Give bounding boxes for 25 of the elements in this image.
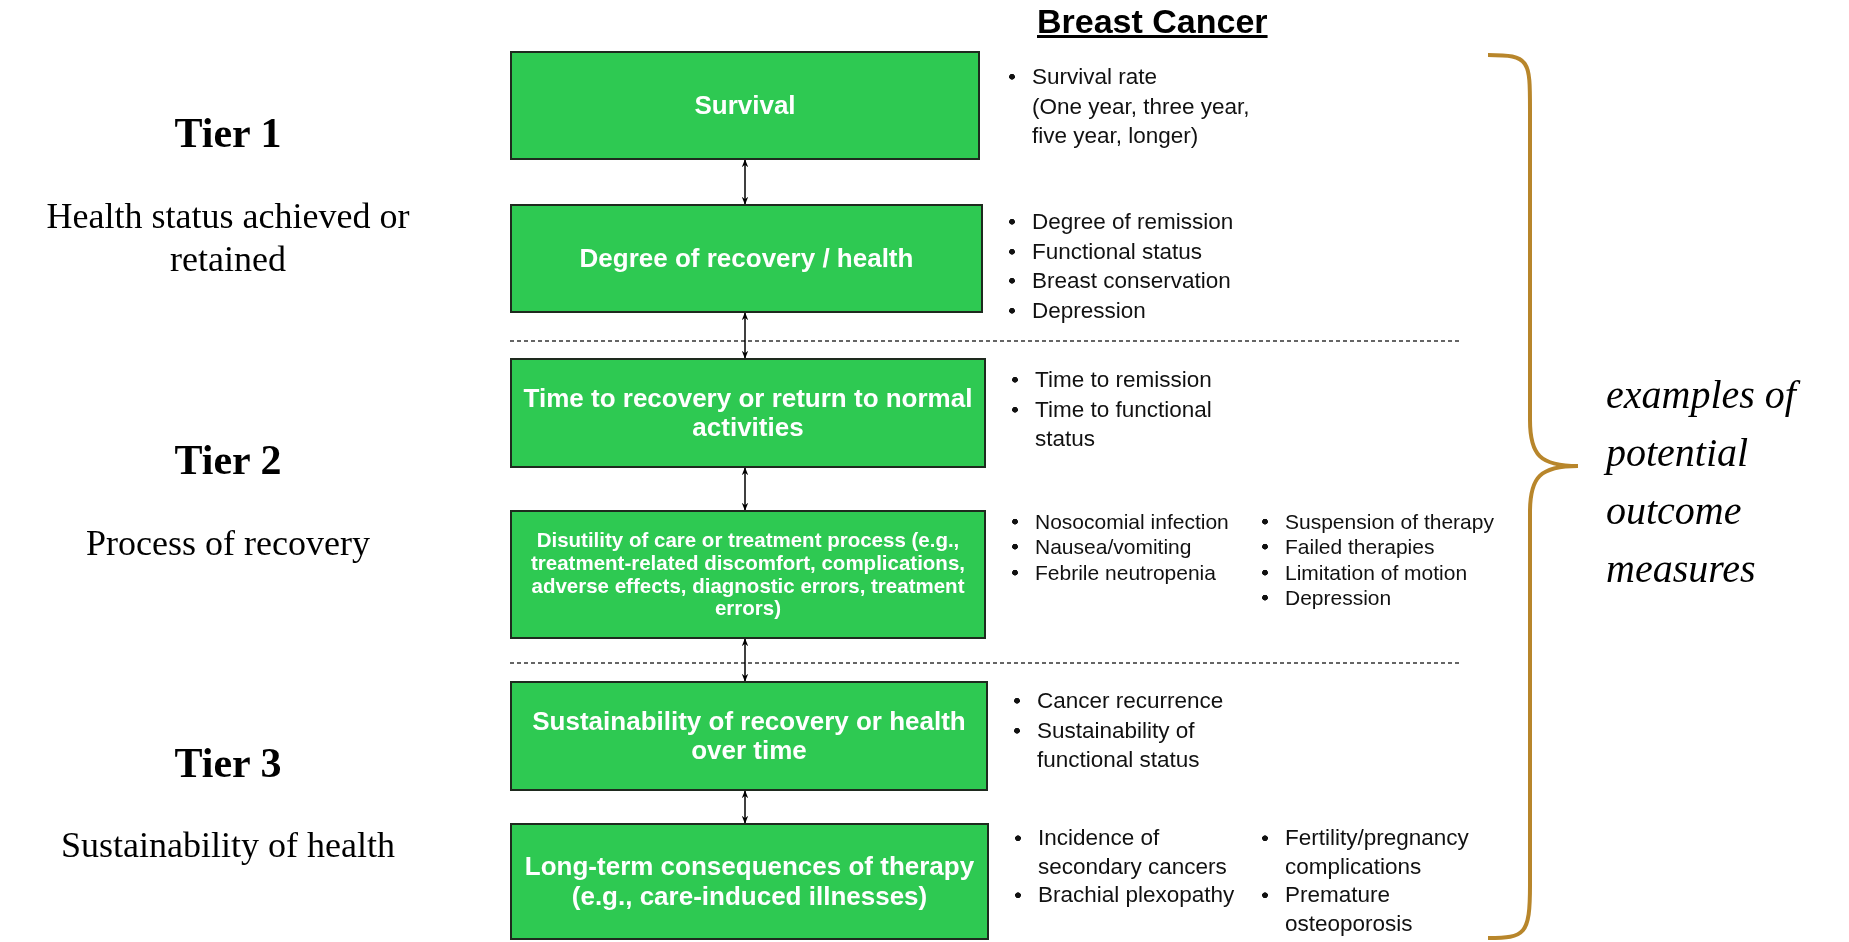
bullet-note: (One year, three year, five year, longer) <box>1031 92 1251 150</box>
box-title: Degree of recovery / health <box>578 243 915 274</box>
double-arrow <box>741 312 749 359</box>
tier-heading: Tier 3 <box>173 739 283 788</box>
outcome-box <box>510 823 989 940</box>
box-title: Time to recovery or return to normal activities <box>522 383 974 443</box>
outcome-box <box>510 510 986 639</box>
outcome-box <box>510 681 988 791</box>
tier-description: Health status achieved or retained <box>45 195 411 282</box>
double-arrow <box>741 790 749 824</box>
outcome-box <box>510 358 986 468</box>
tier-description: Sustainability of health <box>60 824 396 867</box>
tier-description: Process of recovery <box>85 522 371 565</box>
box-title: Long-term consequences of therapy (e.g., care-induced illnesses) <box>523 852 976 911</box>
outcome-box <box>510 51 980 160</box>
box-title: Disutility of care or treatment process (e.g., treatment-related discomfort, complications, adverse effects, diagnostic errors, treatment errors) <box>530 528 966 621</box>
outcome-box <box>510 204 983 313</box>
box-title: Survival <box>693 90 797 121</box>
tier-heading: Tier 1 <box>173 109 283 158</box>
diagram-title: Breast Cancer <box>1037 2 1268 41</box>
tier-heading: Tier 2 <box>173 436 283 485</box>
double-arrow <box>741 467 749 511</box>
double-arrow <box>741 159 749 205</box>
double-arrow <box>741 638 749 682</box>
box-title: Sustainability of recovery or health over time <box>531 706 967 766</box>
